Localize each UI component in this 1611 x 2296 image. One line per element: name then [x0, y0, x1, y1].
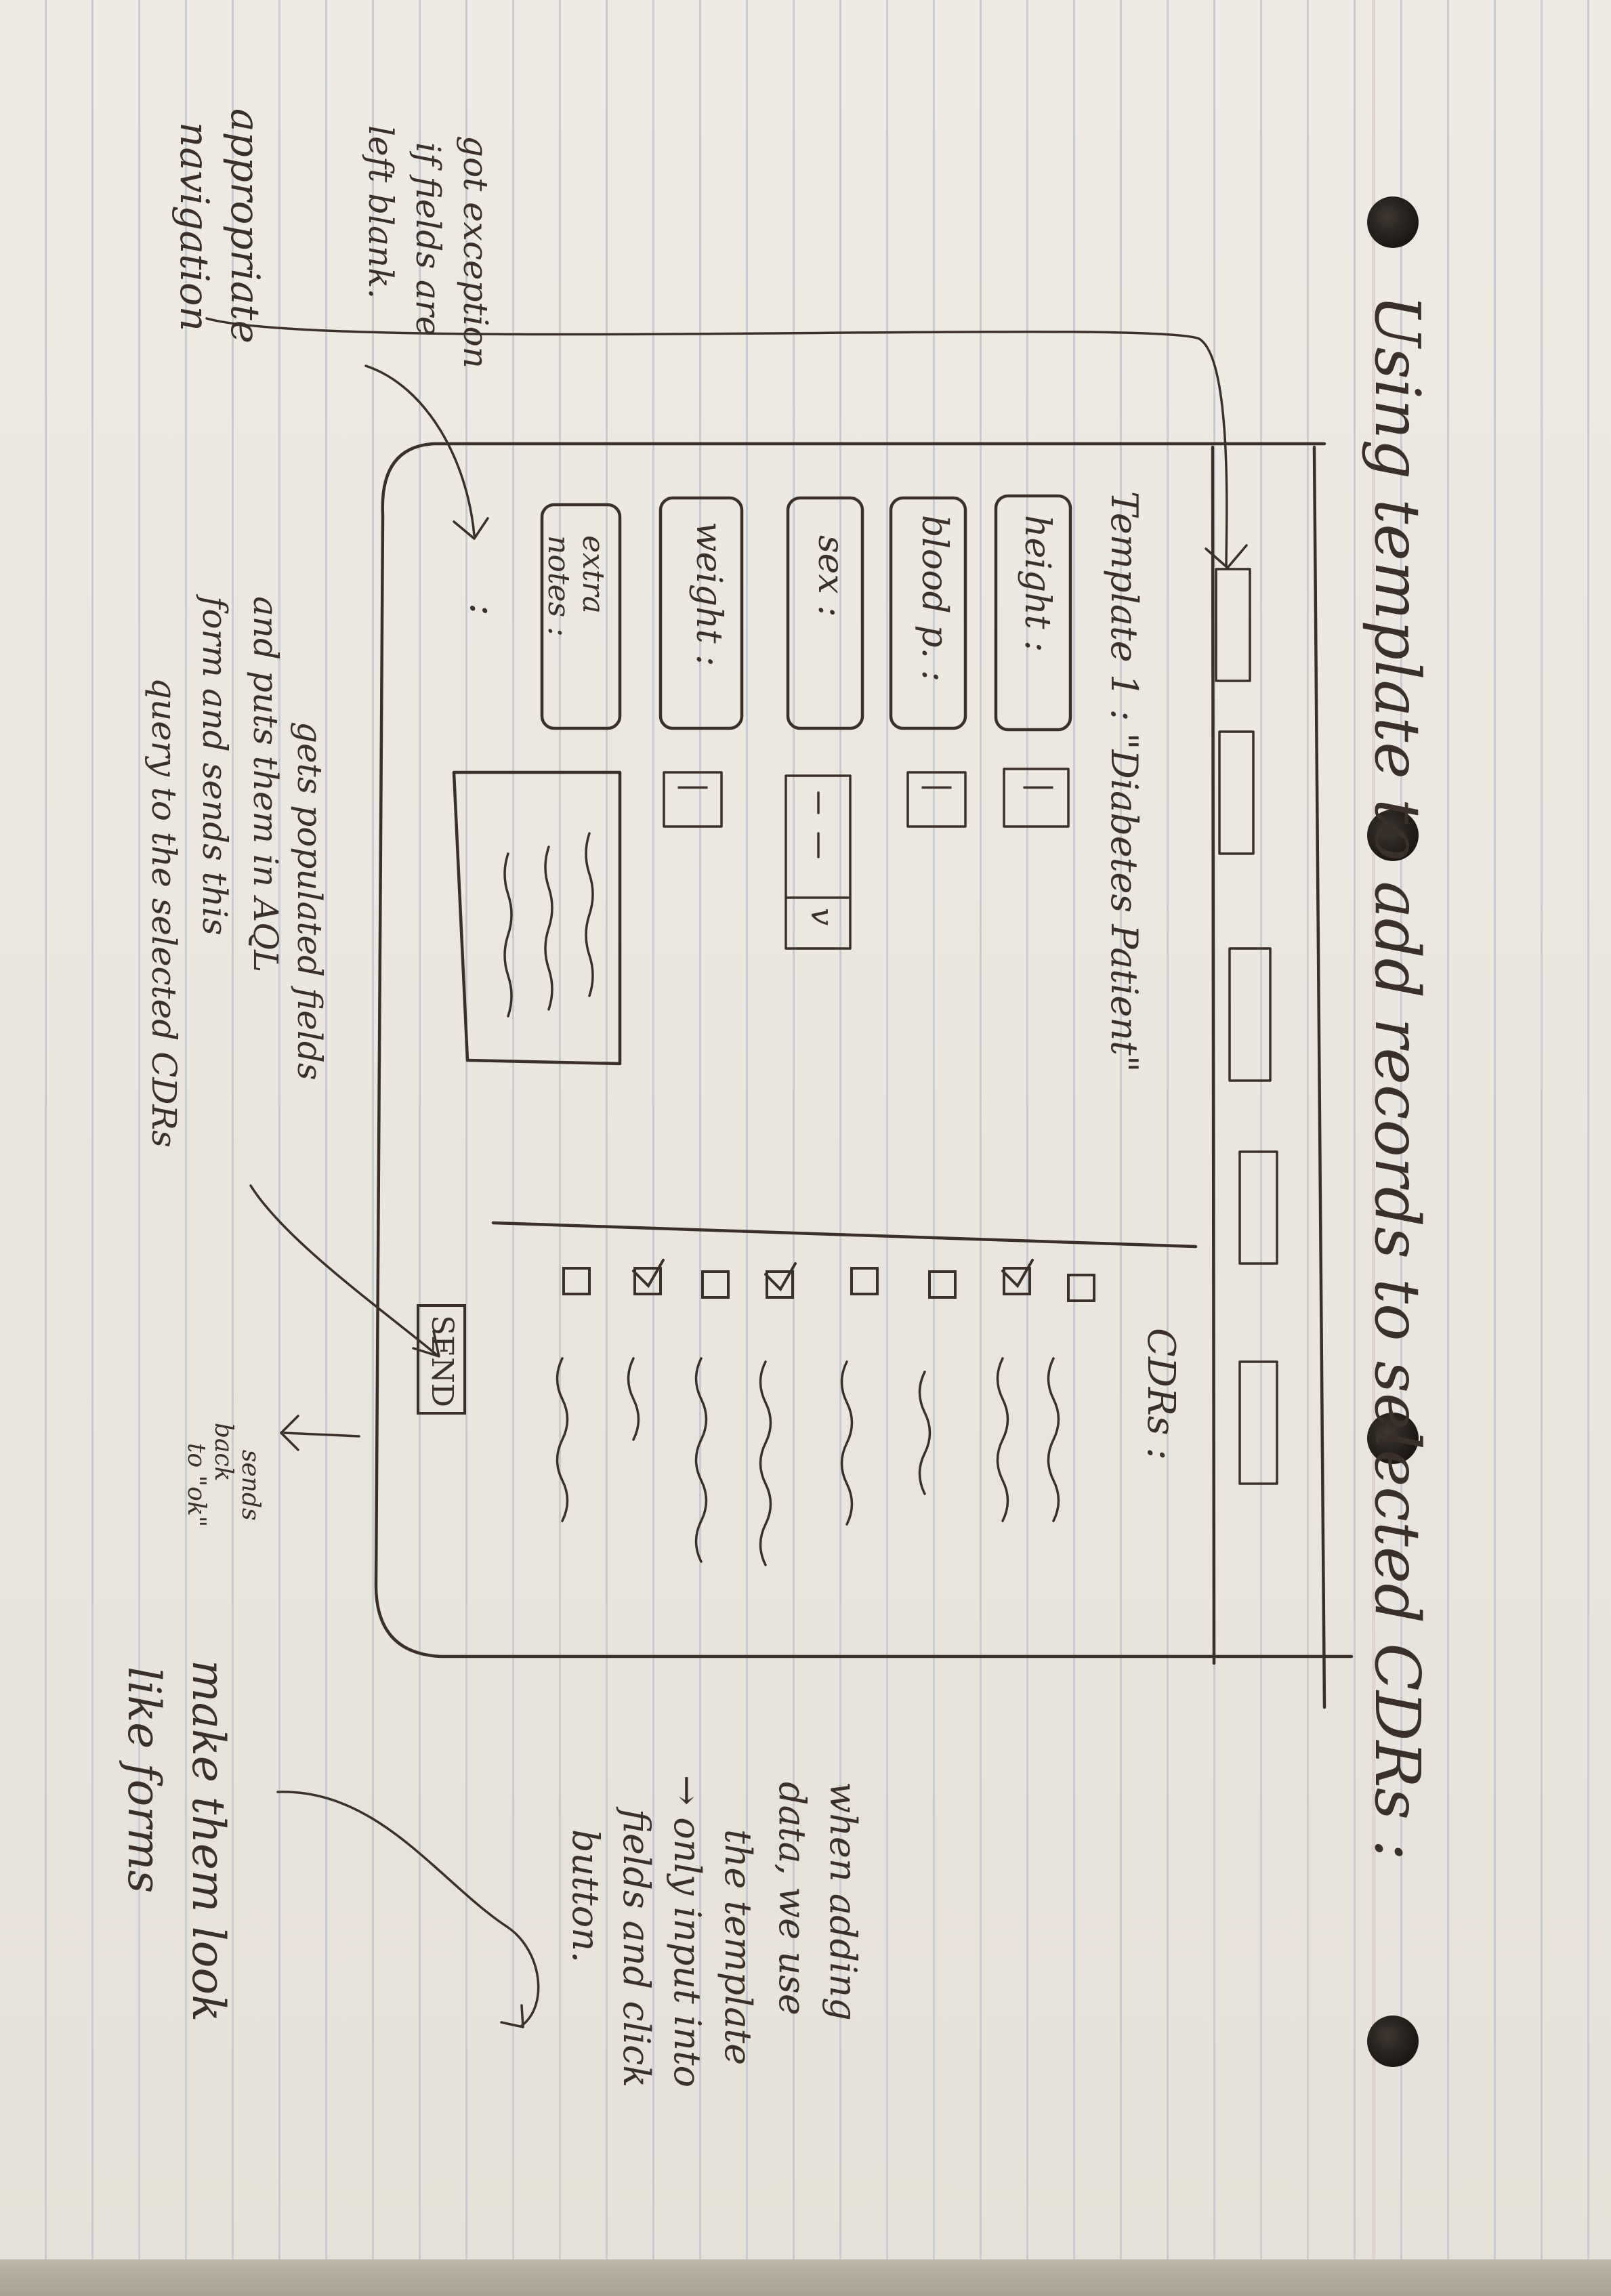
- page-edge: [0, 2259, 1611, 2296]
- field-boxes: [540, 494, 1072, 732]
- cdr-name-squiggle: [996, 1357, 1009, 1522]
- cdr-checkbox[interactable]: [850, 1267, 879, 1295]
- tab-strip-rail: [1211, 445, 1216, 1665]
- blood-pressure-value-box: [906, 771, 967, 828]
- value-inputs: [663, 768, 1070, 950]
- annotation-look-1: make them look: [182, 1660, 234, 2022]
- nav-tab: [1238, 1360, 1278, 1485]
- annotation-look-2: like forms: [118, 1667, 170, 1894]
- field-label-extra-notes: extra notes :: [541, 535, 610, 637]
- template-title: Template 1 : "Diabetes Patient": [1103, 491, 1146, 1072]
- send-button-label: SEND: [425, 1315, 459, 1408]
- punch-hole: [1367, 2016, 1419, 2067]
- annotation-populated-3: form and sends this: [195, 596, 234, 936]
- nav-tabs: [1215, 568, 1278, 1485]
- cdr-name-squiggle: [1047, 1357, 1060, 1522]
- cdr-checkbox[interactable]: [1067, 1274, 1095, 1302]
- cdr-checkbox[interactable]: [701, 1270, 730, 1299]
- ellipsis-more-fields: :: [461, 603, 505, 616]
- cdrs-label: CDRs :: [1139, 1328, 1183, 1461]
- punch-hole: [1367, 196, 1419, 248]
- arrow-exception: [364, 364, 489, 540]
- annotation-populated-2: and puts them in AQL: [246, 596, 285, 973]
- checkmark-icon: [1001, 1259, 1034, 1289]
- annotation-sends-1: sends: [236, 1450, 264, 1521]
- annotation-exception-2: if fields are: [409, 142, 448, 337]
- placeholder-text-line: [503, 852, 513, 1018]
- weight-value-box: [663, 771, 723, 828]
- cdr-name-squiggle: [759, 1360, 772, 1566]
- annotation-adding-4: → only input into: [666, 1775, 709, 2088]
- margin-line: [1372, 0, 1375, 2296]
- nav-tab: [1238, 1150, 1278, 1265]
- checkmark-icon: [632, 1259, 665, 1289]
- annotation-populated-1: gets populated fields: [290, 722, 329, 1081]
- blood-pressure-input[interactable]: |: [921, 782, 956, 793]
- placeholder-text-line: [585, 832, 594, 997]
- cdr-name-squiggle: [918, 1371, 932, 1495]
- placeholder-text-line: [544, 846, 553, 1011]
- annotation-adding-2: data, we use: [771, 1782, 814, 2016]
- annotation-appropriate: appropriate: [222, 108, 268, 344]
- cdr-checkbox[interactable]: [764, 1262, 797, 1299]
- send-button[interactable]: SEND: [417, 1304, 466, 1415]
- field-label-height: height :: [1017, 515, 1058, 652]
- cdr-name-squiggle: [840, 1360, 854, 1526]
- cdr-name-squiggle: [556, 1357, 569, 1522]
- field-box-sex: [786, 496, 864, 730]
- field-label-blood-pressure: blood p. :: [914, 515, 955, 682]
- height-input[interactable]: |: [1023, 782, 1058, 793]
- notes-textarea: [452, 770, 622, 1066]
- annotation-sends-2: back: [209, 1423, 237, 1482]
- extra-notes-textarea[interactable]: [454, 772, 620, 1064]
- annotation-adding-6: button.: [564, 1829, 607, 1963]
- arrow-sends-back: [280, 1415, 360, 1451]
- annotation-sends-3: to "ok": [182, 1443, 210, 1528]
- punch-hole: [1367, 1413, 1419, 1464]
- cdr-checkbox[interactable]: [928, 1270, 957, 1299]
- annotation-adding-5: fields and click: [615, 1809, 658, 2088]
- cdr-checkbox[interactable]: [1001, 1259, 1034, 1295]
- panel-divider: [491, 1221, 1198, 1249]
- field-box-extra-notes: [540, 503, 622, 730]
- arrow-navigation: [205, 317, 1248, 569]
- window-right-edge: [1312, 445, 1326, 1709]
- annotation-exception-3: left blank.: [361, 125, 400, 299]
- cdr-name-squiggle: [694, 1357, 708, 1563]
- annotation-adding-1: when adding: [822, 1782, 864, 2021]
- cdr-name-squiggles: [556, 1357, 1060, 1566]
- nav-tab: [1218, 730, 1255, 855]
- cdr-checkbox[interactable]: [632, 1259, 665, 1295]
- window-outline: [374, 442, 1354, 1658]
- cdr-checkbox[interactable]: [562, 1267, 591, 1295]
- nav-tab: [1215, 568, 1251, 682]
- height-value-box: [1003, 768, 1070, 828]
- annotation-adding-3: the template: [717, 1829, 759, 2066]
- sketch-title: Using template to add records to selecte…: [1361, 295, 1434, 1861]
- annotation-populated-4: query to the selected CDRs: [144, 677, 184, 1148]
- arrow-populated: [249, 1184, 440, 1358]
- sex-dropdown-toggle[interactable]: v: [804, 908, 841, 925]
- cdr-name-squiggle: [627, 1357, 640, 1441]
- weight-input[interactable]: |: [677, 782, 712, 793]
- arrow-make-forms: [276, 1791, 540, 2028]
- field-box-height: [994, 494, 1072, 732]
- checkmark-icon: [764, 1262, 797, 1292]
- nav-tab: [1228, 947, 1272, 1082]
- annotation-exception-1: got exception: [456, 135, 495, 369]
- punch-hole: [1367, 810, 1419, 861]
- textarea-outline: [452, 770, 622, 1066]
- field-label-sex: sex :: [810, 535, 851, 617]
- sex-dropdown-box: [784, 774, 852, 950]
- annotation-navigation: navigation: [171, 122, 217, 332]
- field-label-weight: weight :: [688, 522, 729, 667]
- field-box-weight: [658, 496, 744, 730]
- field-box-blood-pressure: [889, 496, 967, 730]
